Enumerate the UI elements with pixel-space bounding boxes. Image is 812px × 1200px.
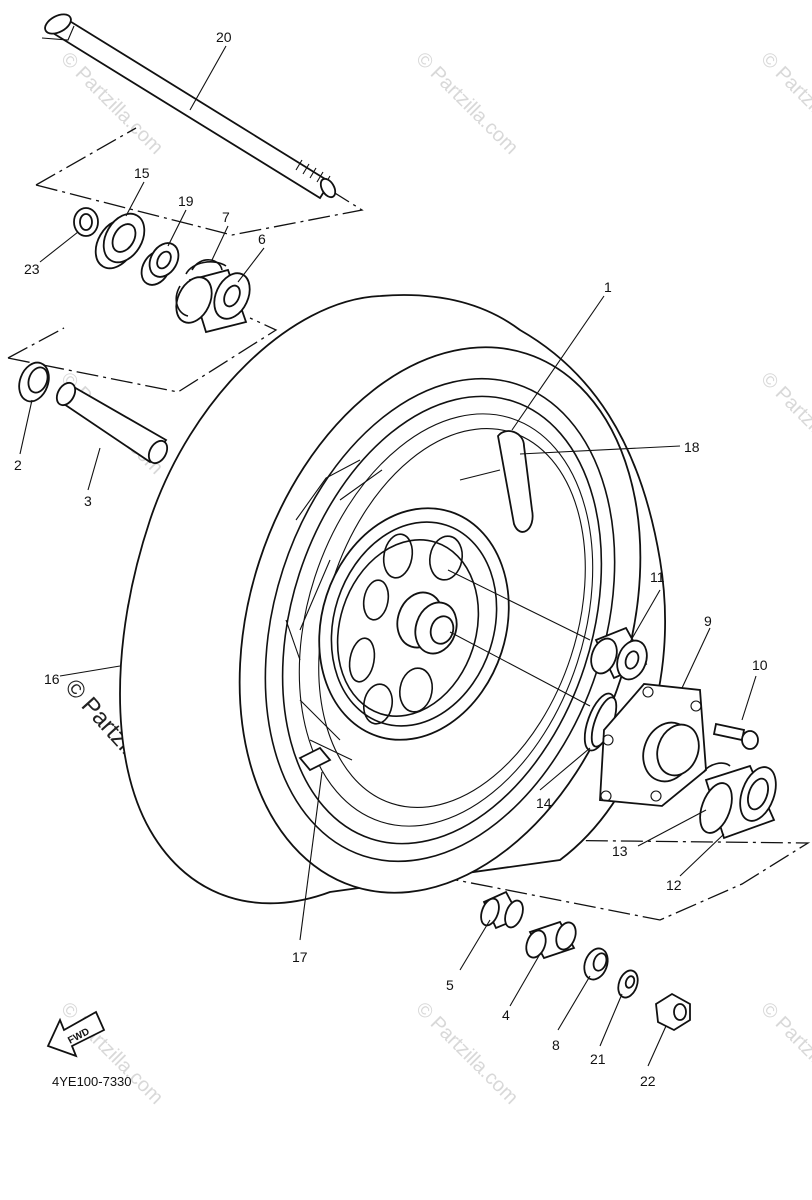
part-label-12: 12	[666, 877, 682, 893]
fwd-arrow-icon: FWD	[46, 1010, 106, 1058]
watermark: © Partzilla.com	[411, 48, 522, 159]
guide-line	[7, 327, 65, 359]
part-label-21: 21	[590, 1051, 606, 1067]
watermark: © Partzilla.com	[756, 998, 812, 1109]
part-label-9: 9	[704, 613, 712, 629]
part-label-6: 6	[258, 231, 266, 247]
part-label-10: 10	[752, 657, 768, 673]
part-label-23: 23	[24, 261, 40, 277]
part-label-15: 15	[134, 165, 150, 181]
part-label-2: 2	[14, 457, 22, 473]
part-label-7: 7	[222, 209, 230, 225]
guide-line	[7, 317, 278, 393]
rear-wheel	[119, 294, 666, 905]
watermark: © Partzilla.com	[756, 368, 812, 479]
diagram-code: 4YE100-7330	[52, 1074, 132, 1089]
part-label-16: 16	[44, 671, 60, 687]
part-label-3: 3	[84, 493, 92, 509]
right-hub-group	[583, 626, 777, 840]
guide-line	[35, 127, 137, 186]
leader-lines	[19, 45, 757, 1067]
left-bearing-group	[73, 207, 251, 334]
part-label-22: 22	[640, 1073, 656, 1089]
part-label-11: 11	[650, 569, 665, 585]
part-label-18: 18	[684, 439, 700, 455]
axle	[41, 13, 337, 200]
part-label-8: 8	[552, 1037, 560, 1053]
watermark: © Partzilla.com	[756, 48, 812, 159]
part-label-14: 14	[536, 795, 552, 811]
part-label-5: 5	[446, 977, 454, 993]
part-label-1: 1	[604, 279, 612, 295]
part-label-20: 20	[216, 29, 232, 45]
guide-line	[35, 184, 364, 236]
part-label-17: 17	[292, 949, 308, 965]
part-labels: 20 15 19 7 6 23 1 18 2 3 11 9 10 16 14 1…	[14, 29, 768, 1089]
bottom-parts-group	[480, 890, 691, 1032]
part-label-13: 13	[612, 843, 628, 859]
left-spacer-group	[18, 361, 169, 465]
part-label-4: 4	[502, 1007, 510, 1023]
part-label-19: 19	[178, 193, 194, 209]
